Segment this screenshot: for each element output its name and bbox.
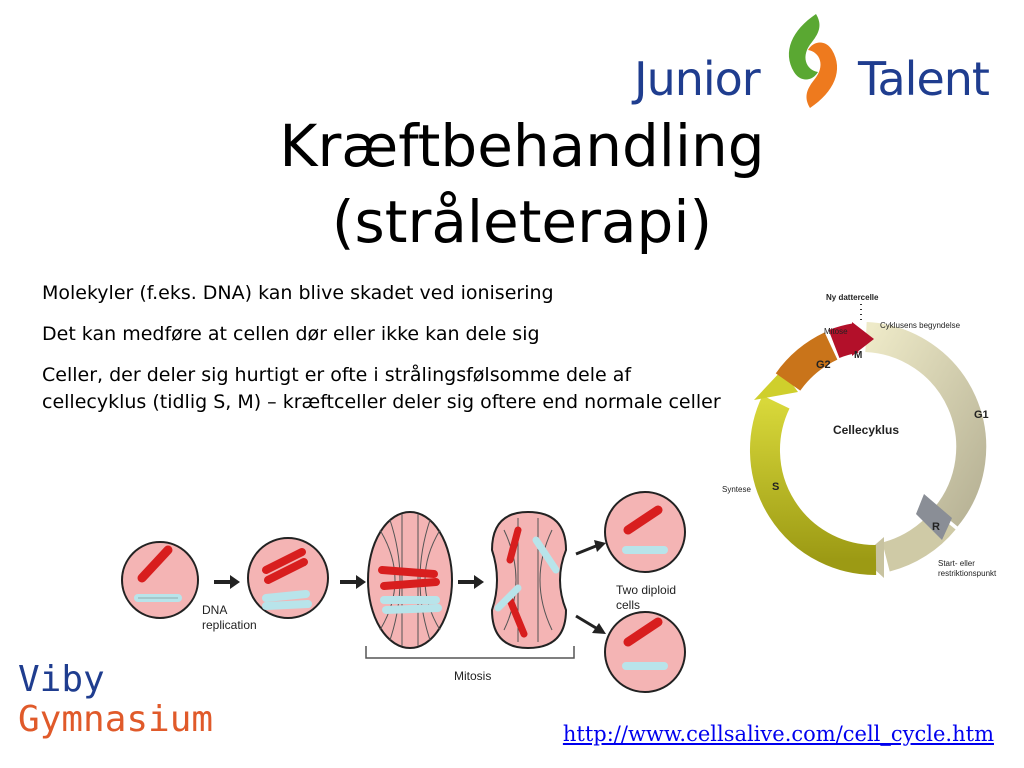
arrow-5 bbox=[575, 614, 597, 630]
arrow-5-head bbox=[592, 623, 606, 634]
arrow-3 bbox=[458, 575, 484, 589]
mitosis-label: Mitose bbox=[824, 327, 848, 336]
bullet-list: Molekyler (f.eks. DNA) kan blive skadet … bbox=[42, 280, 732, 430]
junior-talent-logo: Junior Talent bbox=[630, 12, 1000, 110]
school-name-line-1: Viby bbox=[18, 659, 105, 700]
mitosis-diagram: DNA replication Two diploid cells Mitosi… bbox=[121, 491, 686, 693]
phase-s-label: S bbox=[772, 481, 779, 493]
slide-title: Kræftbehandling (stråleterapi) bbox=[0, 108, 1024, 260]
phase-g2-label: G2 bbox=[816, 359, 831, 371]
source-link[interactable]: http://www.cellsalive.com/cell_cycle.htm bbox=[562, 722, 994, 746]
diploid-label-1: Two diploid bbox=[616, 583, 676, 597]
phase-g1-label: G1 bbox=[974, 409, 989, 421]
m-arrow bbox=[852, 322, 874, 356]
diploid-label-2: cells bbox=[616, 598, 640, 612]
dna-label-1: DNA bbox=[202, 603, 227, 617]
phase-r-label: R bbox=[932, 521, 940, 533]
arrow-4 bbox=[575, 544, 597, 556]
g2-arc bbox=[775, 332, 838, 392]
synthesis-label: Syntese bbox=[722, 485, 751, 494]
s-arc bbox=[749, 395, 877, 576]
metaphase-cell bbox=[367, 511, 453, 649]
title-line-2: (stråleterapi) bbox=[331, 188, 713, 256]
arrow-4-head bbox=[594, 540, 606, 552]
cell-cycle-diagram: Cellecyklus Ny dattercelle Mitose Cyklus… bbox=[722, 293, 997, 578]
replicated-cell bbox=[247, 537, 329, 619]
checkpoint-wedge bbox=[916, 494, 952, 540]
viby-gymnasium-logo: Viby Gymnasium bbox=[18, 660, 213, 740]
school-name-line-2: Gymnasium bbox=[18, 699, 214, 740]
bullet-item: Molekyler (f.eks. DNA) kan blive skadet … bbox=[42, 282, 554, 304]
junior-talent-swirl-icon bbox=[788, 14, 838, 108]
daughter-cell-top bbox=[604, 491, 686, 573]
anaphase-cell bbox=[490, 510, 568, 650]
logo-word-junior: Junior bbox=[634, 52, 761, 106]
mitosis-bracket bbox=[365, 646, 575, 659]
cycle-center-label: Cellecyklus bbox=[833, 423, 899, 437]
mitosis-label: Mitosis bbox=[454, 669, 491, 683]
dna-label-2: replication bbox=[202, 618, 257, 632]
arrow-2 bbox=[340, 575, 366, 589]
new-daughter-cell-label: Ny dattercelle bbox=[826, 293, 879, 302]
arrow-1 bbox=[214, 575, 240, 589]
phase-m-label: M bbox=[854, 350, 862, 361]
g1-arc bbox=[864, 322, 987, 527]
restriction-label-1: Start- eller bbox=[938, 559, 975, 568]
bullet-item: Det kan medføre at cellen dør eller ikke… bbox=[42, 323, 540, 345]
restriction-label-2: restriktionspunkt bbox=[938, 569, 997, 578]
parent-cell bbox=[121, 541, 199, 619]
bullet-item: Celler, der deler sig hurtigt er ofte i … bbox=[42, 364, 721, 413]
daughter-cell-bottom bbox=[604, 611, 686, 693]
title-line-1: Kræftbehandling bbox=[279, 112, 765, 180]
cycle-start-label: Cyklusens begyndelse bbox=[880, 321, 961, 330]
logo-word-talent: Talent bbox=[858, 52, 990, 106]
